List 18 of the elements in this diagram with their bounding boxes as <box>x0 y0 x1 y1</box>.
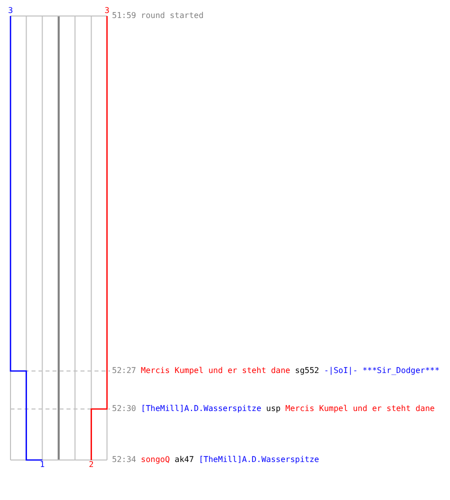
weapon-name: ak47 <box>174 455 194 465</box>
player-name: [TheMill]A.D.Wasserspitze <box>198 455 320 465</box>
player-count: 3 <box>8 6 13 16</box>
weapon-name: sg552 <box>295 366 320 376</box>
player-name: Mercis Kumpel und er steht dane <box>140 366 290 376</box>
timestamp: 52:34 <box>112 455 136 465</box>
player-count: 2 <box>88 460 94 470</box>
player-name: Mercis Kumpel und er steht dane <box>285 404 435 414</box>
player-count: 3 <box>104 6 110 16</box>
timestamp: 51:59 <box>112 11 136 21</box>
player-name: [TheMill]A.D.Wasserspitze <box>140 404 262 414</box>
timestamp: 52:30 <box>112 404 136 414</box>
player-name: -|SoI|- ***Sir_Dodger*** <box>324 366 440 376</box>
timestamp: 52:27 <box>112 366 136 376</box>
player-name: songoQ <box>140 455 170 465</box>
weapon-name: usp <box>266 404 281 414</box>
event-text: round started <box>140 11 204 21</box>
player-count: 1 <box>40 460 45 470</box>
